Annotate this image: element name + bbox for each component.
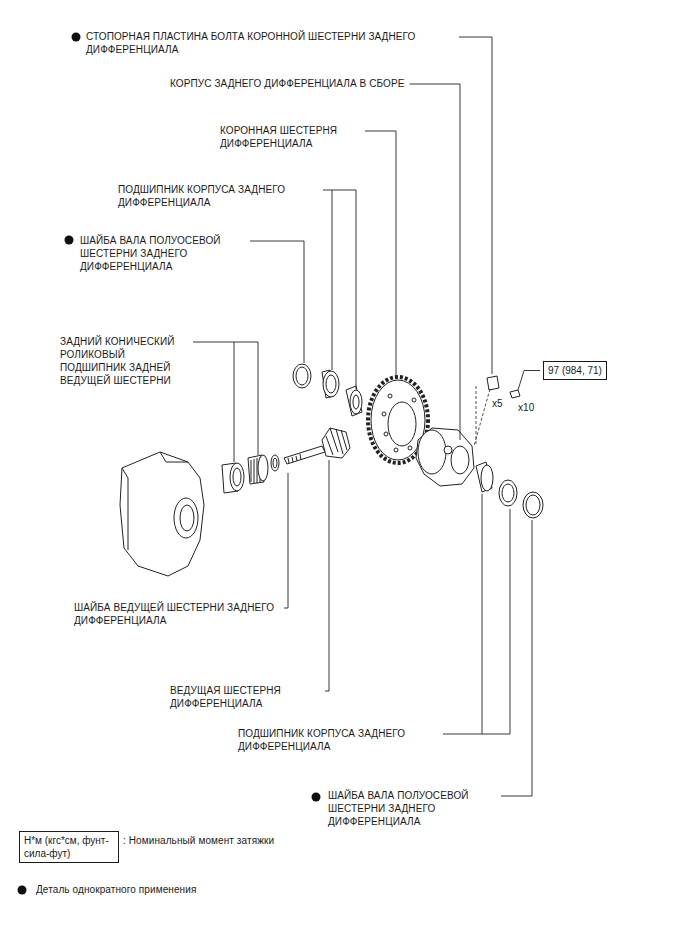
quantity-label: x10 [518,401,534,414]
part-label: СТОПОРНАЯ ПЛАСТИНА БОЛТА КОРОННОЙ ШЕСТЕР… [86,30,454,56]
carrier-housing-rib [122,452,188,550]
leader-line [518,371,540,391]
side-washer-hole [526,495,540,515]
leader-line [193,342,258,462]
legend-entry: : Номинальный момент затяжки [123,834,274,847]
legend-text: : Номинальный момент затяжки [123,835,274,846]
pinion-gear [322,428,350,458]
side-washer [293,364,311,388]
part-label: ВЕДУЩАЯ ШЕСТЕРНЯ ДИФФЕРЕНЦИАЛА [170,684,320,710]
carrier-housing [120,452,204,576]
leader-line [459,37,492,374]
part-label: КОРОННАЯ ШЕСТЕРНЯ ДИФФЕРЕНЦИАЛА [220,124,360,150]
reuse-bullet [72,33,81,42]
case-bearing-race-face [323,371,339,397]
part-label: ШАЙБА ВАЛА ПОЛУОСЕВОЙ ШЕСТЕРНИ ЗАДНЕГО Д… [328,789,496,828]
diff-case-hole [444,446,452,454]
reuse-bullet [65,236,74,245]
case-bearing [346,386,362,416]
carrier-opening [174,498,198,538]
torque-value-box: 97 (984, 71) [543,361,607,380]
pinion-washer [271,455,279,471]
lock-plate [487,376,499,390]
case-bearing-race [499,480,517,506]
diff-case [416,428,474,486]
bearing-cone-face [258,455,268,481]
pinion-spline [288,454,301,463]
diff-case-flange [418,430,446,474]
ring-gear-bolt [510,390,520,398]
legend-text: Деталь однократного применения [36,884,196,895]
leader-line [443,494,510,734]
pinion-teeth [326,428,347,455]
node-text: Н*м (кгс*см, фунт-сила-фут) [24,834,114,860]
case-bearing-face [350,390,362,414]
pinion-shaft [284,446,325,464]
part-label: ПОДШИПНИК КОРПУСА ЗАДНЕГО ДИФФЕРЕНЦИАЛА [238,727,438,753]
torque-legend-box: Н*м (кгс*см, фунт-сила-фут) [19,831,119,863]
quantity-label: x5 [492,397,503,410]
part-label: ПОДШИПНИК КОРПУСА ЗАДНЕГО ДИФФЕРЕНЦИАЛА [118,183,318,209]
part-label: ШАЙБА ВАЛА ПОЛУОСЕВОЙ ШЕСТЕРНИ ЗАДНЕГО Д… [80,234,245,273]
side-washer [523,492,543,518]
part-label: ЗАДНИЙ КОНИЧЕСКИЙ РОЛИКОВЫЙ ПОДШИПНИК ЗА… [60,335,188,387]
case-bearing-face [481,465,493,491]
leader-line [410,84,460,440]
dashed-assembly-line [474,386,490,446]
case-bearing [476,462,492,492]
reuse-bullet [312,793,321,802]
bearing-race-inner [233,468,241,486]
legend-bullet [18,886,27,895]
pinion-washer-hole [273,458,277,468]
leader-line [501,520,532,796]
carrier-opening-inner [180,505,194,531]
node-text: 97 (984, 71) [548,364,602,377]
leader-line [365,131,396,378]
case-bearing-hole [353,395,359,409]
leader-line [284,473,288,608]
part-label: КОРПУС ЗАДНЕГО ДИФФЕРЕНЦИАЛА В СБОРЕ [170,77,405,90]
ring-gear-bore [388,402,416,446]
case-bearing-race-inner [502,484,514,502]
case-bearing-race-inner [326,375,336,393]
diff-case-hub [451,446,469,474]
part-label: ШАЙБА ВЕДУЩЕЙ ШЕСТЕРНИ ЗАДНЕГО ДИФФЕРЕНЦ… [74,601,279,627]
legend-entry: Деталь однократного применения [36,883,196,896]
bearing-race-face [230,463,244,491]
side-washer-hole [296,367,308,385]
leader-line [325,460,329,691]
leader-line [323,190,356,389]
ring-gear-bolt-holes [382,394,416,452]
